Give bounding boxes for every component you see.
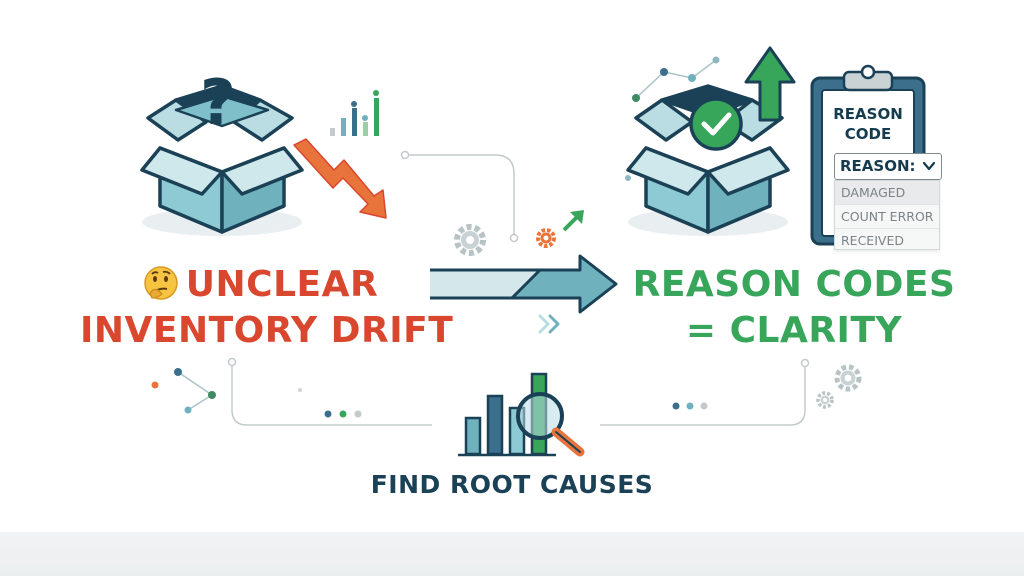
transition-arrow-icon — [430, 254, 618, 314]
clipboard-title-line2: CODE — [844, 125, 892, 143]
chevron-down-icon — [922, 161, 936, 171]
open-box-question-icon — [140, 84, 304, 236]
reason-option-damaged[interactable]: DAMAGED — [835, 181, 939, 205]
right-headline-line2: = CLARITY — [685, 310, 903, 351]
right-headline-line1: REASON CODES — [632, 264, 956, 305]
dots-group — [324, 410, 362, 418]
reason-dropdown[interactable]: REASON: — [834, 153, 942, 180]
node-dots — [298, 175, 631, 392]
connector-dot — [800, 358, 810, 368]
connector-dot — [400, 150, 410, 160]
upward-arrow-icon — [744, 46, 796, 122]
connector-bottom-left — [231, 362, 432, 426]
connector-bottom-right — [600, 365, 806, 426]
left-headline-line1: UNCLEAR — [185, 264, 379, 305]
gear-icon — [816, 391, 834, 409]
gear-icon — [834, 364, 862, 392]
gear-icon — [536, 228, 556, 248]
right-headline: REASON CODES = CLARITY — [624, 262, 964, 354]
reason-dropdown-label: REASON: — [840, 157, 916, 175]
clipboard-title: REASON CODE — [824, 104, 912, 144]
small-up-arrow-icon — [562, 210, 584, 232]
question-mark-icon: ? — [200, 66, 236, 139]
network-icon — [632, 56, 720, 102]
connector-lines — [227, 150, 810, 426]
reason-option-count-error[interactable]: COUNT ERROR — [835, 205, 939, 229]
connector-dot — [509, 233, 519, 243]
bottom-caption: FIND ROOT CAUSES — [370, 470, 654, 499]
left-headline-line2: INVENTORY DRIFT — [80, 310, 454, 351]
bottom-band — [0, 532, 1024, 576]
double-chevron-icon — [538, 314, 560, 334]
thinking-face-icon — [144, 266, 178, 300]
checkmark-badge-icon — [689, 97, 743, 151]
mini-bar-chart-icon — [330, 90, 379, 136]
clipboard-title-line1: REASON — [833, 105, 903, 123]
network-icon — [151, 368, 216, 414]
open-box-checkmark-icon — [626, 84, 790, 236]
reason-option-received[interactable]: RECEIVED — [841, 233, 904, 248]
connector-top — [405, 154, 515, 236]
connector-dot — [227, 357, 237, 367]
dots-group — [672, 402, 708, 410]
bar-chart-magnifier-icon — [458, 372, 585, 457]
left-headline: UNCLEAR INVENTORY DRIFT — [80, 262, 454, 354]
reason-options-list: DAMAGED COUNT ERROR RECEIVED — [834, 180, 940, 250]
downward-trend-arrow-icon — [293, 138, 387, 219]
gear-icon — [454, 224, 486, 256]
